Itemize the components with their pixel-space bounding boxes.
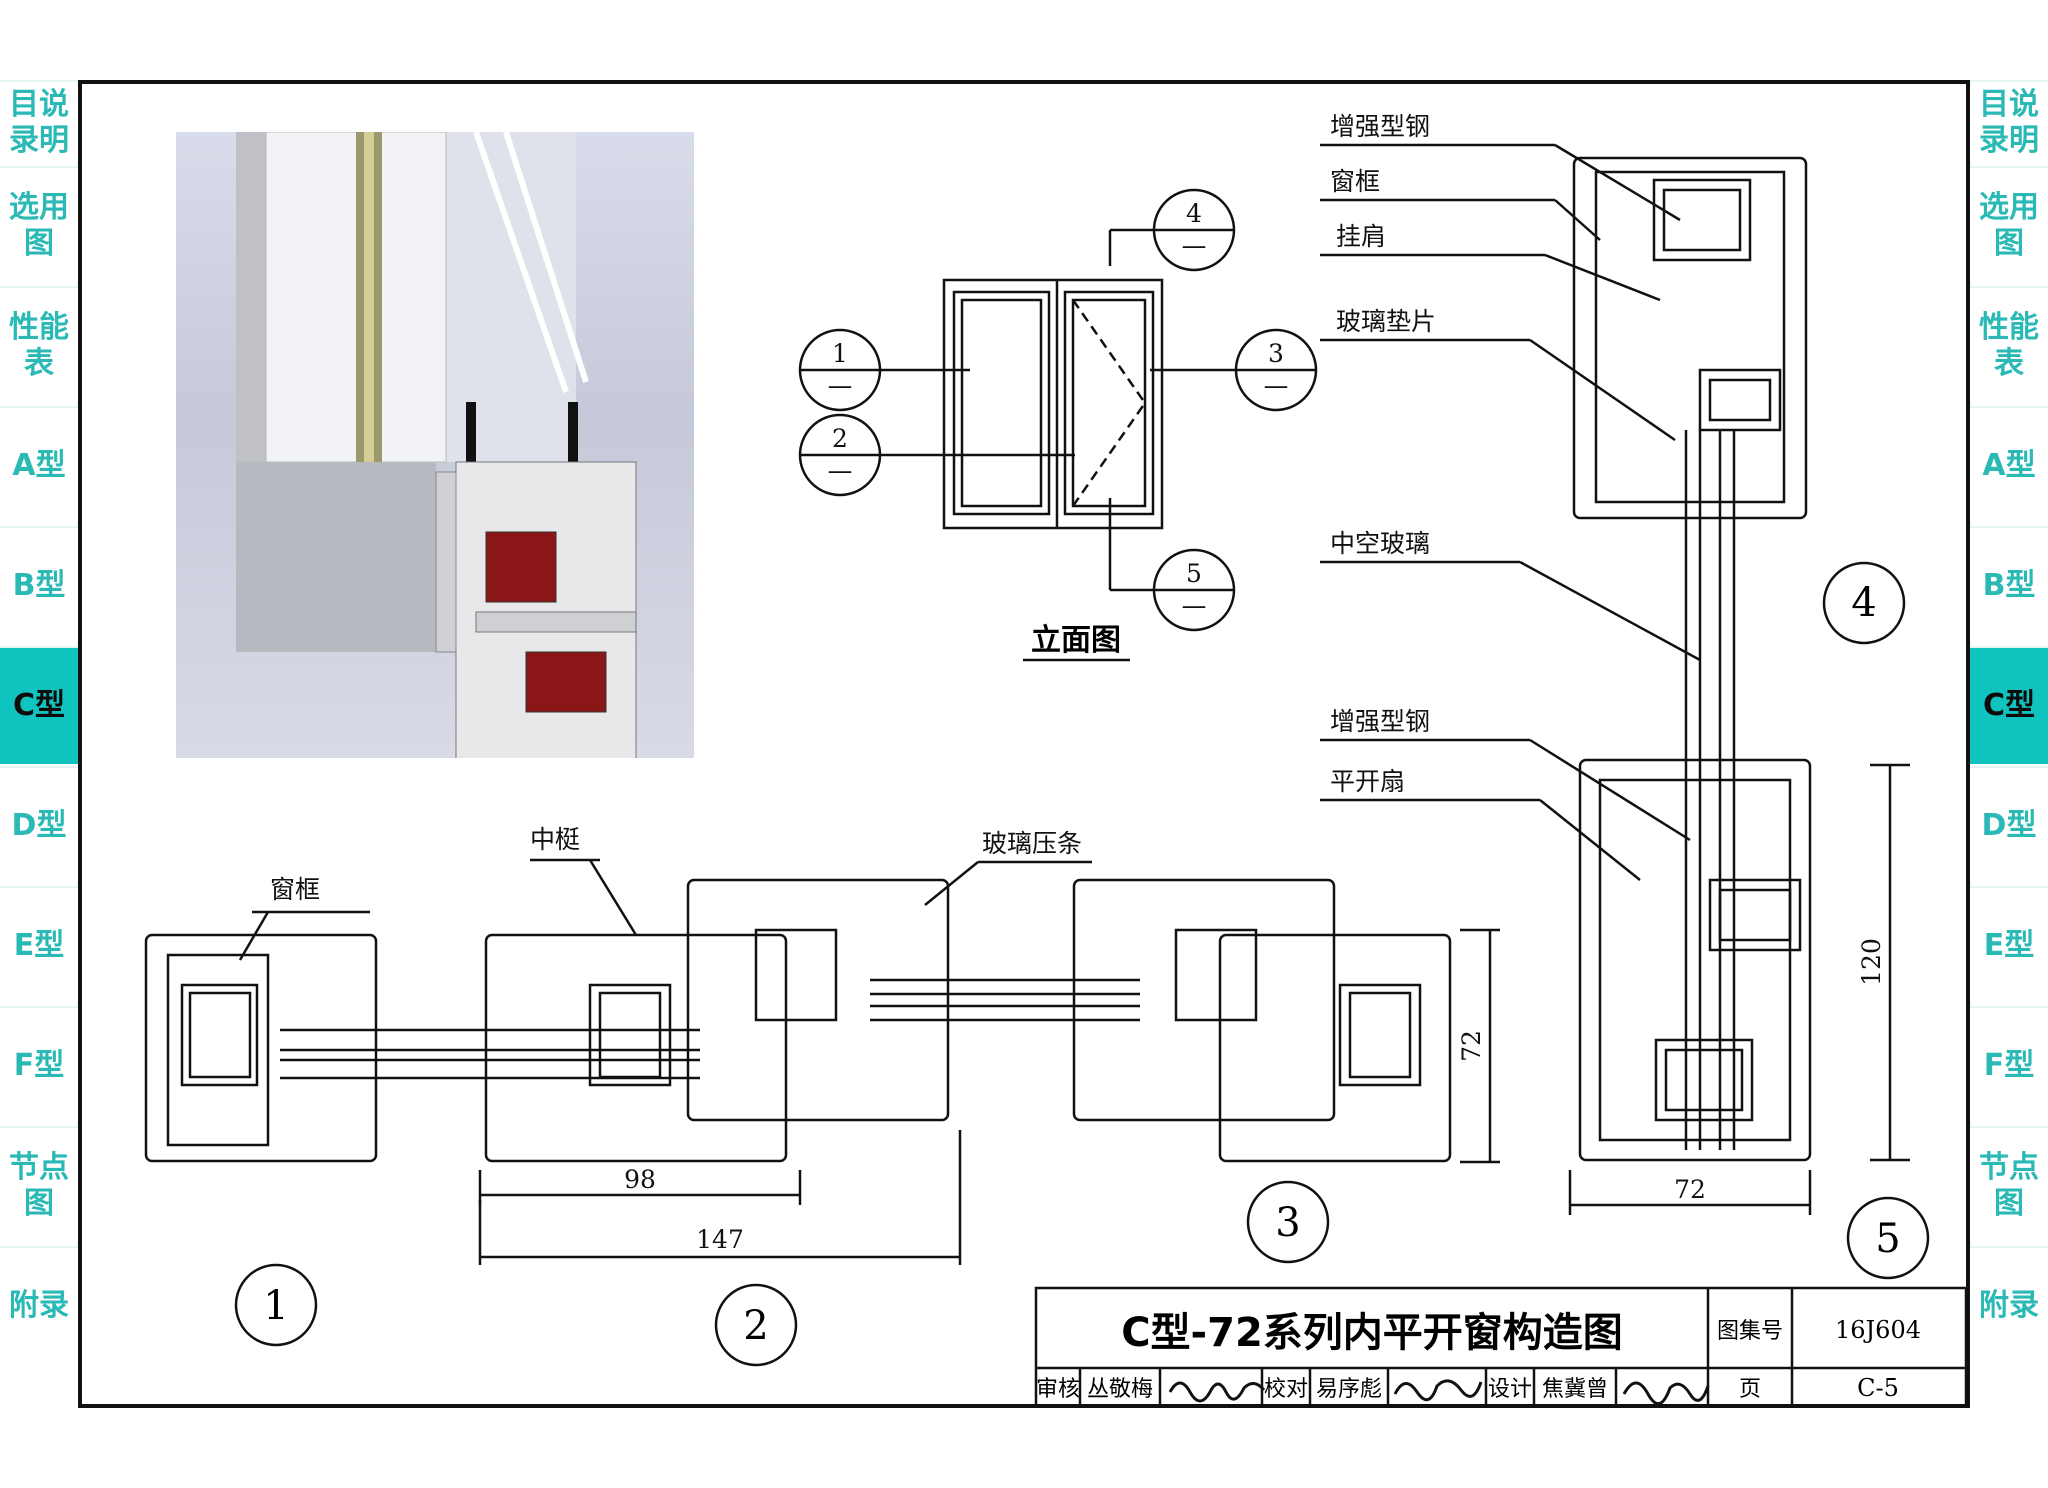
tab-label: 节点图 bbox=[9, 1150, 69, 1221]
tab-type-b[interactable]: B型 bbox=[1970, 526, 2048, 646]
right-sidebar: 目说录明 选用图 性能表 A型 B型 C型 D型 E型 F型 节点图 附录 bbox=[1970, 80, 2048, 1388]
label-window-frame-bottom: 窗框 bbox=[270, 875, 320, 904]
tab-label: F型 bbox=[1983, 1048, 2035, 1083]
tab-type-c[interactable]: C型 bbox=[0, 646, 78, 766]
checker-signature bbox=[1393, 1379, 1483, 1402]
dim-98: 98 bbox=[624, 1165, 656, 1194]
marker-4-number: 4 bbox=[1186, 199, 1202, 228]
marker-5-number: 5 bbox=[1186, 559, 1202, 588]
label-casement-sash: 平开扇 bbox=[1330, 767, 1405, 796]
label-reinforcing-steel-bottom: 增强型钢 bbox=[1330, 707, 1430, 736]
tab-label: C型 bbox=[1982, 688, 2036, 723]
tab-label: D型 bbox=[1981, 808, 2037, 843]
dim-147: 147 bbox=[696, 1225, 744, 1254]
marker-3-sub: — bbox=[1264, 371, 1289, 400]
tab-label: 节点图 bbox=[1979, 1150, 2039, 1221]
tab-label: B型 bbox=[12, 568, 66, 603]
detail-number-2: 2 bbox=[743, 1303, 768, 1349]
tab-type-d[interactable]: D型 bbox=[0, 766, 78, 886]
tab-contents[interactable]: 目说录明 bbox=[1970, 80, 2048, 166]
tab-node-drawings[interactable]: 节点图 bbox=[1970, 1126, 2048, 1246]
tab-label: 附录 bbox=[9, 1288, 69, 1323]
detail-number-5: 5 bbox=[1875, 1216, 1900, 1262]
tab-performance[interactable]: 性能表 bbox=[1970, 286, 2048, 406]
page-number: C-5 bbox=[1857, 1374, 1899, 1402]
tab-label: B型 bbox=[1982, 568, 2036, 603]
tab-label: 选用图 bbox=[1979, 190, 2039, 261]
tab-label: D型 bbox=[11, 808, 67, 843]
label-glass-spacer: 玻璃垫片 bbox=[1336, 307, 1436, 336]
tab-label: E型 bbox=[1983, 928, 2035, 963]
designer-name: 焦冀曾 bbox=[1542, 1377, 1608, 1402]
design-label: 设计 bbox=[1488, 1377, 1532, 1402]
tab-label: 附录 bbox=[1979, 1288, 2039, 1323]
tab-type-e[interactable]: E型 bbox=[0, 886, 78, 1006]
review-label: 审核 bbox=[1036, 1377, 1080, 1402]
page-label: 页 bbox=[1739, 1377, 1761, 1402]
tab-performance[interactable]: 性能表 bbox=[0, 286, 78, 406]
tab-type-e[interactable]: E型 bbox=[1970, 886, 2048, 1006]
label-reinforcing-steel-top: 增强型钢 bbox=[1330, 112, 1430, 141]
tab-label: 性能表 bbox=[9, 310, 69, 381]
tab-appendix[interactable]: 附录 bbox=[0, 1246, 78, 1366]
section-render-illustration bbox=[236, 132, 637, 758]
reviewer-signature bbox=[1168, 1381, 1266, 1403]
tab-label: 目说录明 bbox=[1979, 87, 2039, 158]
tab-type-a[interactable]: A型 bbox=[0, 406, 78, 526]
marker-4-sub: — bbox=[1182, 231, 1207, 260]
drawing-frame bbox=[78, 80, 1970, 1408]
elevation-title: 立面图 bbox=[1031, 623, 1121, 658]
label-glazing-bead: 玻璃压条 bbox=[982, 829, 1082, 858]
detail-number-4: 4 bbox=[1851, 580, 1876, 626]
tab-label: 选用图 bbox=[9, 190, 69, 261]
atlas-number: 16J604 bbox=[1835, 1316, 1921, 1344]
drawing-title: C型-72系列内平开窗构造图 bbox=[1121, 1310, 1623, 1356]
detail-number-1: 1 bbox=[263, 1283, 288, 1329]
section-render-image bbox=[176, 132, 694, 758]
left-sidebar: 目说录明 选用图 性能表 A型 B型 C型 D型 E型 F型 节点图 附录 bbox=[0, 80, 78, 1388]
marker-3-number: 3 bbox=[1268, 339, 1284, 368]
tab-type-f[interactable]: F型 bbox=[1970, 1006, 2048, 1126]
tab-label: E型 bbox=[13, 928, 65, 963]
label-insulating-glass: 中空玻璃 bbox=[1330, 529, 1430, 558]
reviewer-name: 丛敬梅 bbox=[1087, 1377, 1153, 1402]
dim-72-bottom: 72 bbox=[1457, 1030, 1486, 1062]
elevation-outer-frame bbox=[942, 278, 1164, 530]
dim-height-120: 120 bbox=[1857, 938, 1886, 986]
tab-node-drawings[interactable]: 节点图 bbox=[0, 1126, 78, 1246]
marker-2-number: 2 bbox=[832, 424, 848, 453]
tab-type-f[interactable]: F型 bbox=[0, 1006, 78, 1126]
tab-type-a[interactable]: A型 bbox=[1970, 406, 2048, 526]
detail-number-3: 3 bbox=[1275, 1200, 1300, 1246]
marker-2-sub: — bbox=[828, 456, 853, 485]
dim-width-72-right: 72 bbox=[1674, 1175, 1706, 1204]
tab-label: C型 bbox=[12, 688, 66, 723]
tab-type-d[interactable]: D型 bbox=[1970, 766, 2048, 886]
tab-label: A型 bbox=[12, 448, 66, 483]
tab-label: F型 bbox=[13, 1048, 65, 1083]
label-mullion: 中梃 bbox=[530, 825, 580, 854]
tab-label: A型 bbox=[1982, 448, 2036, 483]
tab-type-c[interactable]: C型 bbox=[1970, 646, 2048, 766]
atlas-label: 图集号 bbox=[1717, 1319, 1783, 1344]
check-label: 校对 bbox=[1264, 1377, 1308, 1402]
tab-label: 性能表 bbox=[1979, 310, 2039, 381]
marker-1-sub: — bbox=[828, 371, 853, 400]
marker-5-sub: — bbox=[1182, 591, 1207, 620]
tab-selection[interactable]: 选用图 bbox=[1970, 166, 2048, 286]
tab-selection[interactable]: 选用图 bbox=[0, 166, 78, 286]
tab-contents[interactable]: 目说录明 bbox=[0, 80, 78, 166]
tab-label: 目说录明 bbox=[9, 87, 69, 158]
tab-appendix[interactable]: 附录 bbox=[1970, 1246, 2048, 1366]
label-hanging-shoulder: 挂肩 bbox=[1336, 222, 1386, 251]
marker-1-number: 1 bbox=[832, 339, 848, 368]
designer-signature bbox=[1622, 1381, 1710, 1405]
checker-name: 易序彪 bbox=[1316, 1377, 1382, 1402]
tab-type-b[interactable]: B型 bbox=[0, 526, 78, 646]
label-window-frame-right: 窗框 bbox=[1330, 167, 1380, 196]
